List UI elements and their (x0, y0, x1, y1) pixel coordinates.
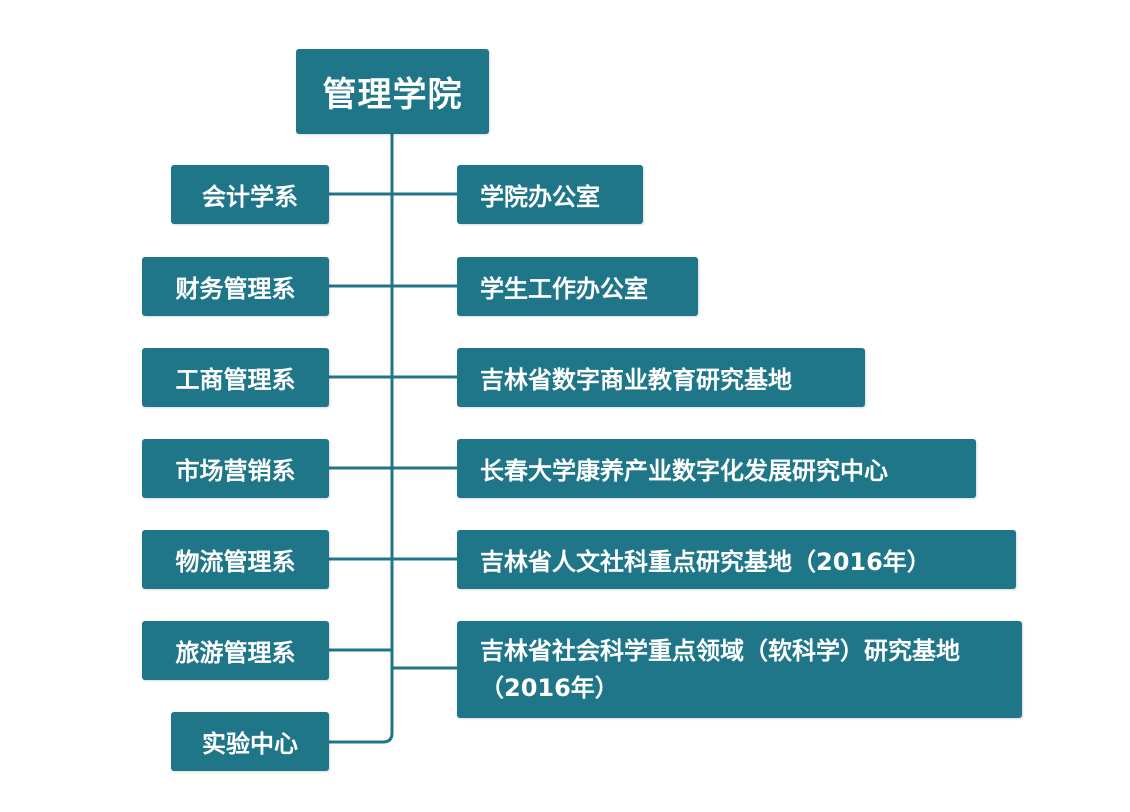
right-node-college-office: 学院办公室 (457, 165, 643, 224)
node-label: 旅游管理系 (175, 639, 296, 667)
right-node-soft-science-base: 吉林省社会科学重点领域（软科学）研究基地（2016年） (457, 621, 1022, 718)
right-node-humanities-base: 吉林省人文社科重点研究基地（2016年） (457, 530, 1016, 589)
root-label: 管理学院 (322, 75, 463, 115)
node-label: 工商管理系 (175, 366, 296, 394)
node-label: 财务管理系 (175, 275, 296, 303)
left-node-lab-center: 实验中心 (171, 712, 329, 771)
node-label: 长春大学康养产业数字化发展研究中心 (480, 457, 888, 485)
left-node-logistics: 物流管理系 (142, 530, 329, 589)
node-label: 市场营销系 (175, 457, 296, 485)
node-label: 吉林省数字商业教育研究基地 (480, 366, 792, 394)
node-label: 物流管理系 (175, 548, 296, 576)
right-node-health-industry-center: 长春大学康养产业数字化发展研究中心 (457, 439, 976, 498)
left-node-business-admin: 工商管理系 (142, 348, 329, 407)
node-label: 学院办公室 (480, 183, 600, 211)
node-label: 吉林省人文社科重点研究基地（2016年） (480, 548, 931, 576)
node-label: 吉林省社会科学重点领域（软科学）研究基地（2016年） (480, 636, 960, 702)
left-node-marketing: 市场营销系 (142, 439, 329, 498)
node-label: 学生工作办公室 (480, 275, 648, 303)
node-label: 会计学系 (202, 183, 298, 211)
trunk-line (327, 132, 394, 744)
right-node-digital-commerce-base: 吉林省数字商业教育研究基地 (457, 348, 865, 407)
left-node-finance: 财务管理系 (142, 257, 329, 316)
left-node-tourism: 旅游管理系 (142, 621, 329, 680)
left-node-accounting: 会计学系 (171, 165, 329, 224)
node-label: 实验中心 (202, 730, 298, 758)
right-node-student-affairs: 学生工作办公室 (457, 257, 698, 316)
root-node: 管理学院 (296, 49, 489, 134)
